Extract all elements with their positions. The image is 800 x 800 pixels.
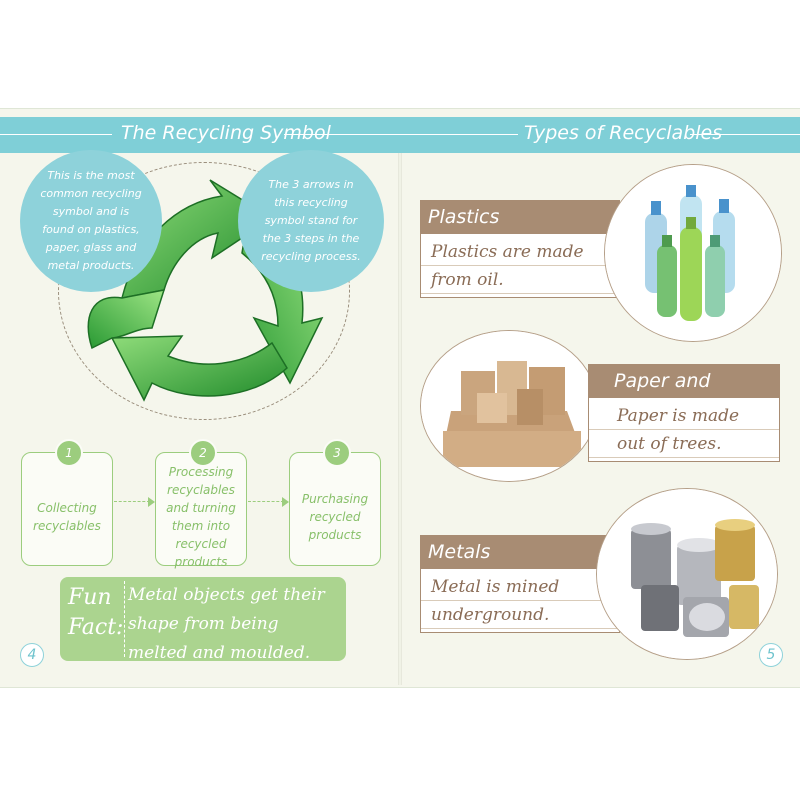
banner-rule-left: [0, 134, 112, 135]
symbol-dashed-circle: [58, 162, 350, 420]
category-title-paper: Paper and Cardboard: [588, 364, 780, 426]
category-text-plastics: Plastics are made from oil.: [420, 234, 620, 298]
step-label-2: Processing recyclables and turning them …: [166, 465, 236, 569]
step-label-1: Collecting recyclables: [33, 501, 101, 533]
right-page-title: Types of Recyclables: [524, 122, 723, 144]
left-page-title: The Recycling Symbol: [121, 122, 331, 144]
fun-fact-label: Fun Fact:: [68, 585, 124, 640]
info-bubble-right: The 3 arrows in this recycling symbol st…: [238, 150, 384, 292]
fun-fact-divider: [124, 581, 125, 657]
banner-rule-right: [690, 134, 800, 135]
cardboard-boxes-image: [420, 330, 598, 482]
banner-rule-middle: [284, 134, 518, 135]
step-label-3: Purchasing recycled products: [301, 492, 369, 542]
fun-fact-box: Fun Fact: Metal objects get their shape …: [60, 577, 346, 663]
page-number-right: 5: [759, 643, 783, 667]
step-number-3: 3: [323, 439, 351, 467]
metal-cans-image: [596, 488, 778, 660]
step-number-1: 1: [55, 439, 83, 467]
category-text-paper: Paper is made out of trees.: [588, 398, 780, 462]
page-number-left: 4: [20, 643, 44, 667]
step-processing: 2 Processing recyclables and turning the…: [155, 439, 247, 569]
step-number-2: 2: [189, 439, 217, 467]
step-purchasing: 3 Purchasing recycled products: [289, 439, 381, 566]
page-gutter: [398, 153, 402, 685]
category-title-metals: Metals: [420, 535, 620, 569]
category-title-plastics: Plastics: [420, 200, 620, 234]
header-banner: The Recycling Symbol Types of Recyclable…: [0, 117, 800, 153]
category-text-metals: Metal is mined underground.: [420, 569, 620, 633]
fun-fact-text: Metal objects get their shape from being…: [128, 585, 325, 663]
arrow-right-icon: [282, 497, 289, 507]
step-connector-2: [248, 501, 284, 502]
step-connector-1: [114, 501, 150, 502]
recycle-arrows-icon: [82, 178, 332, 410]
step-collecting: 1 Collecting recyclables: [21, 439, 113, 566]
arrow-right-icon: [148, 497, 155, 507]
plastic-bottles-image: [604, 164, 782, 342]
info-bubble-left: This is the most common recycling symbol…: [20, 150, 162, 292]
